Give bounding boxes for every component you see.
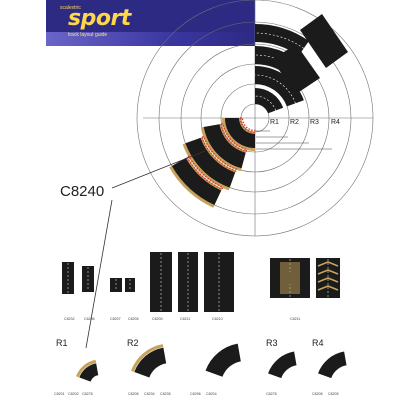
curve-kerb-1 [76, 359, 97, 378]
logo-brand: sport [68, 6, 131, 31]
curve-piece-4 [268, 351, 297, 379]
chevron-3 [317, 277, 339, 283]
curve-code-11: C8205 [328, 392, 339, 396]
curve-code-8: C8204 [206, 392, 217, 396]
curve-code-4: C8206 [128, 392, 139, 396]
curve-code-3: C8278 [82, 392, 93, 396]
straight-code-1: C8232 [64, 317, 75, 321]
kerb-red-edge-3 [201, 135, 238, 172]
straight-code-5: C8200 [152, 317, 163, 321]
curve-code-10: C8206 [312, 392, 323, 396]
straight-code-4: C8205 [128, 317, 139, 321]
row-label-r3: R3 [266, 338, 278, 348]
chevron-1 [317, 261, 339, 267]
curve-code-5: C8234 [144, 392, 155, 396]
curve-code-9: C8278 [266, 392, 277, 396]
ring-lane-line-4 [254, 32, 304, 49]
crossover-center [280, 262, 300, 294]
kerb-red-edge-2 [220, 122, 248, 153]
callout-leader-line [85, 199, 113, 349]
curve-kerb-2 [131, 344, 164, 372]
dimension-lines [256, 130, 332, 150]
kerb-track-1 [225, 118, 255, 148]
logo-brand-sup: scalextric [60, 5, 81, 11]
row-label-r4: R4 [312, 338, 324, 348]
logo-tagline: track layout guide [68, 32, 108, 38]
kerb-track-3 [185, 137, 236, 188]
diagonal-straight-1 [300, 14, 348, 68]
kerb-track-2 [203, 124, 246, 169]
curve-piece-5 [318, 351, 347, 379]
diagonal-straight-2 [272, 44, 320, 94]
logo-swoosh [46, 32, 255, 46]
curve-code-7: C8296 [190, 392, 201, 396]
straight-code-7: C8210 [212, 317, 223, 321]
row-label-r1: R1 [56, 338, 68, 348]
radius-label-r3: R3 [310, 119, 319, 126]
callout-label: C8240 [60, 183, 104, 200]
straight-piece-1 [62, 262, 74, 294]
ring-lane-line-1 [254, 95, 276, 111]
curve-piece-1 [79, 363, 99, 382]
row-label-r2: R2 [127, 338, 139, 348]
curve-track-arcs [169, 14, 348, 208]
kerb-red-edge-4 [186, 155, 224, 191]
straight-code-6: C8211 [180, 317, 190, 321]
kerb-red-edge-1 [239, 117, 256, 134]
ring-arc-1 [255, 88, 284, 114]
curve-code-6: C8235 [160, 392, 171, 396]
straight-code-3: C8207 [110, 317, 121, 321]
curve-piece-2 [134, 347, 167, 378]
curve-code-2: C8202 [68, 392, 79, 396]
callout-pointer-line [111, 150, 206, 189]
curve-code-1: C8201 [54, 392, 65, 396]
radius-guide-circles [136, 0, 374, 237]
straight-track-row: C8232 C8236 C8207 C8205 C8200 C8211 C8210 C8211 [62, 252, 340, 321]
scalextric-sport-logo: scalextric sport track layout guide [46, 0, 255, 46]
curve-piece-3 [205, 343, 241, 377]
chevron-4 [317, 285, 339, 291]
chevron-2 [317, 269, 339, 275]
radius-label-r2: R2 [290, 119, 299, 126]
straight-code-8: C8211 [290, 317, 300, 321]
straight-code-2: C8236 [84, 317, 95, 321]
radius-labels: R1 R2 R3 R4 [270, 119, 340, 126]
ring-lane-line-2 [254, 74, 296, 104]
radius-label-r1: R1 [270, 119, 279, 126]
kerb-track-4 [171, 158, 222, 206]
ring-arc-2 [255, 66, 304, 107]
radius-label-r4: R4 [331, 119, 340, 126]
